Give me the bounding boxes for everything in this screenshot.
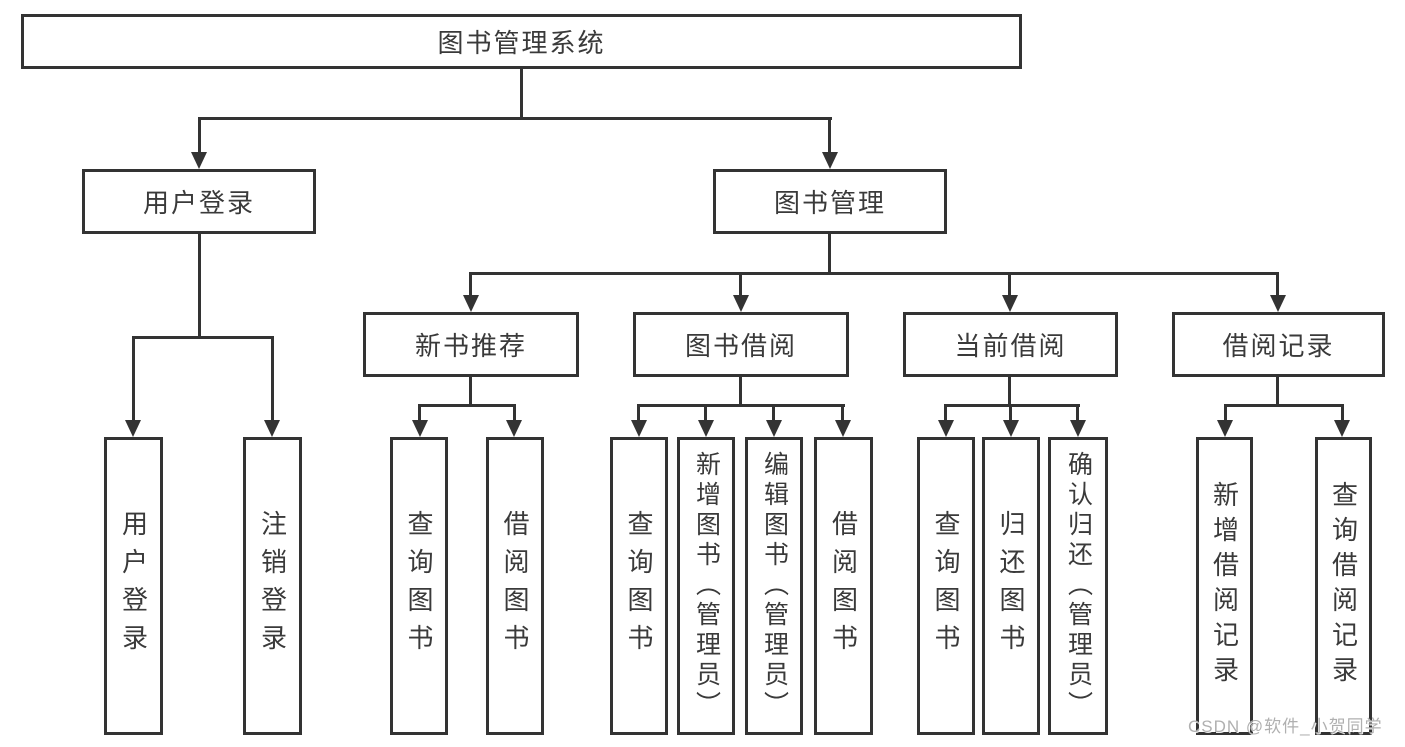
connector-book-borrow-rail bbox=[637, 404, 845, 407]
arrow-down-icon bbox=[191, 152, 207, 169]
connector-leaf-stem bbox=[132, 336, 135, 420]
arrow-down-icon bbox=[822, 152, 838, 169]
connector-book-management-stem bbox=[828, 117, 831, 152]
node-book-management: 图书管理 bbox=[713, 169, 947, 234]
leaf-add-book-admin: 新增图书（管理员） bbox=[677, 437, 735, 735]
leaf-edit-book-admin: 编辑图书（管理员） bbox=[745, 437, 803, 735]
node-user-login-label: 用户登录 bbox=[142, 188, 255, 218]
leaf-borrow-books-2: 借阅图书 bbox=[814, 437, 873, 735]
connector-level1-rail bbox=[198, 117, 832, 120]
leaf-query-books-2: 查询图书 bbox=[610, 437, 668, 735]
leaf-query-books-1-label: 查询图书 bbox=[404, 510, 434, 662]
node-new-book-recommend-label: 新书推荐 bbox=[414, 331, 527, 361]
leaf-user-login-label: 用户登录 bbox=[118, 510, 149, 662]
leaf-borrow-books-1: 借阅图书 bbox=[486, 437, 544, 735]
connector-borrow-records-rail bbox=[1224, 404, 1343, 407]
connector-current-borrow-down bbox=[1008, 377, 1011, 406]
leaf-query-books-1: 查询图书 bbox=[390, 437, 448, 735]
arrow-down-icon bbox=[733, 295, 749, 312]
connector-new-book-recommend-rail bbox=[418, 404, 516, 407]
leaf-add-borrow-record: 新增借阅记录 bbox=[1196, 437, 1253, 735]
leaf-query-books-3-label: 查询图书 bbox=[931, 510, 961, 662]
connector-leaf-stem bbox=[1224, 404, 1227, 420]
arrow-down-icon bbox=[412, 420, 428, 437]
connector-user-login-rail bbox=[132, 336, 274, 339]
leaf-borrow-books-1-label: 借阅图书 bbox=[500, 510, 530, 662]
arrow-down-icon bbox=[698, 420, 714, 437]
leaf-borrow-books-2-label: 借阅图书 bbox=[828, 510, 859, 662]
connector-leaf-stem bbox=[1341, 404, 1344, 420]
arrow-down-icon bbox=[631, 420, 647, 437]
arrow-down-icon bbox=[264, 420, 280, 437]
node-borrow-records-label: 借阅记录 bbox=[1222, 331, 1335, 361]
connector-current-borrow-rail bbox=[944, 404, 1080, 407]
leaf-confirm-return-admin-label: 确认归还（管理员） bbox=[1064, 451, 1093, 721]
connector-leaf-stem bbox=[271, 336, 274, 420]
connector-leaf-stem bbox=[1009, 404, 1012, 420]
connector-new-book-recommend-down bbox=[469, 377, 472, 406]
arrow-down-icon bbox=[1070, 420, 1086, 437]
node-root: 图书管理系统 bbox=[21, 14, 1022, 69]
connector-borrow-records-down bbox=[1276, 377, 1279, 406]
leaf-edit-book-admin-label: 编辑图书（管理员） bbox=[760, 451, 789, 721]
connector-user-login-down bbox=[198, 234, 201, 338]
connector-user-login-stem bbox=[198, 117, 201, 152]
watermark: CSDN @软件_小贺同学 bbox=[1188, 717, 1383, 736]
connector-borrow-records-stem bbox=[1276, 272, 1279, 295]
arrow-down-icon bbox=[125, 420, 141, 437]
connector-new-book-recommend-stem bbox=[469, 272, 472, 295]
arrow-down-icon bbox=[1003, 420, 1019, 437]
connector-book-management-down bbox=[828, 234, 831, 273]
arrow-down-icon bbox=[463, 295, 479, 312]
connector-leaf-stem bbox=[944, 404, 947, 420]
leaf-return-books: 归还图书 bbox=[982, 437, 1040, 735]
connector-leaf-stem bbox=[772, 404, 775, 420]
leaf-return-books-label: 归还图书 bbox=[996, 510, 1026, 662]
node-current-borrow: 当前借阅 bbox=[903, 312, 1118, 377]
arrow-down-icon bbox=[1334, 420, 1350, 437]
node-book-management-label: 图书管理 bbox=[773, 188, 886, 218]
connector-leaf-stem bbox=[841, 404, 844, 420]
leaf-add-borrow-record-label: 新增借阅记录 bbox=[1209, 481, 1240, 691]
connector-leaf-stem bbox=[513, 404, 516, 420]
node-user-login: 用户登录 bbox=[82, 169, 316, 234]
connector-leaf-stem bbox=[637, 404, 640, 420]
connector-leaf-stem bbox=[418, 404, 421, 420]
arrow-down-icon bbox=[506, 420, 522, 437]
node-book-borrow-label: 图书借阅 bbox=[684, 331, 797, 361]
node-book-borrow: 图书借阅 bbox=[633, 312, 849, 377]
node-borrow-records: 借阅记录 bbox=[1172, 312, 1385, 377]
connector-book-borrow-down bbox=[739, 377, 742, 406]
arrow-down-icon bbox=[1217, 420, 1233, 437]
leaf-query-borrow-record: 查询借阅记录 bbox=[1315, 437, 1372, 735]
arrow-down-icon bbox=[1270, 295, 1286, 312]
node-current-borrow-label: 当前借阅 bbox=[954, 331, 1067, 361]
connector-root-stem bbox=[520, 69, 523, 117]
arrow-down-icon bbox=[766, 420, 782, 437]
node-new-book-recommend: 新书推荐 bbox=[363, 312, 579, 377]
leaf-query-books-2-label: 查询图书 bbox=[624, 510, 654, 662]
connector-leaf-stem bbox=[704, 404, 707, 420]
leaf-add-book-admin-label: 新增图书（管理员） bbox=[692, 451, 721, 721]
connector-book-borrow-stem bbox=[739, 272, 742, 295]
arrow-down-icon bbox=[835, 420, 851, 437]
connector-leaf-stem bbox=[1076, 404, 1079, 420]
leaf-logout: 注销登录 bbox=[243, 437, 302, 735]
leaf-logout-label: 注销登录 bbox=[257, 510, 288, 662]
arrow-down-icon bbox=[938, 420, 954, 437]
leaf-query-borrow-record-label: 查询借阅记录 bbox=[1328, 481, 1359, 691]
connector-level2-rail bbox=[470, 272, 1279, 275]
leaf-query-books-3: 查询图书 bbox=[917, 437, 975, 735]
arrow-down-icon bbox=[1002, 295, 1018, 312]
node-root-label: 图书管理系统 bbox=[437, 28, 606, 58]
connector-current-borrow-stem bbox=[1008, 272, 1011, 295]
leaf-confirm-return-admin: 确认归还（管理员） bbox=[1048, 437, 1108, 735]
leaf-user-login: 用户登录 bbox=[104, 437, 163, 735]
